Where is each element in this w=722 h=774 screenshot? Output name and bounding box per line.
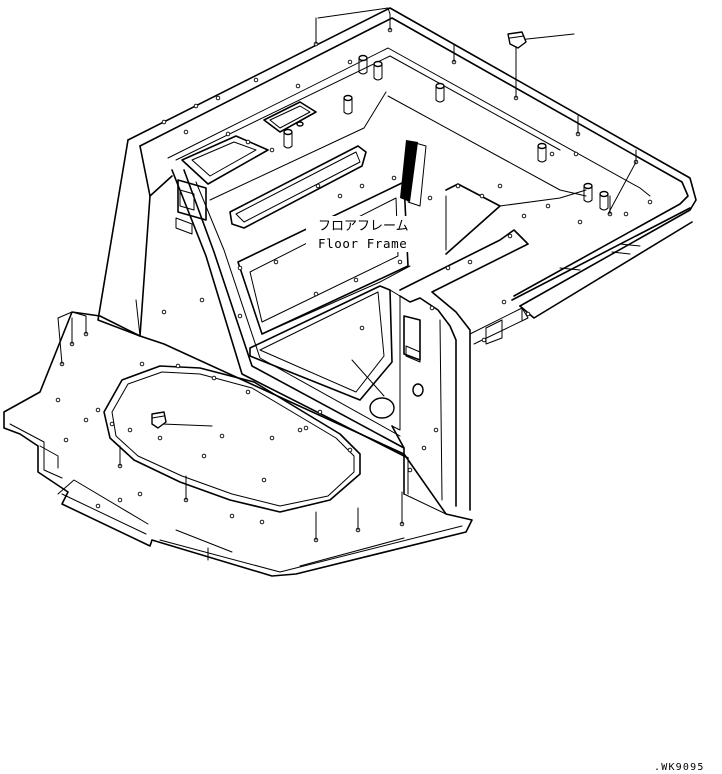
mounting-hole [193,103,199,109]
part-label-en: Floor Frame [318,236,407,251]
boss-pin [373,60,383,81]
plug-cap-floor [151,411,167,429]
mounting-hole [95,503,101,509]
mounting-hole [269,435,275,441]
boss-pin [358,54,368,75]
mounting-hole [391,175,397,181]
mounting-hole [545,203,551,209]
mounting-hole [347,59,353,65]
mounting-hole [315,183,321,189]
mounting-hole [295,83,301,89]
boss-pin [283,128,293,149]
mounting-hole [359,183,365,189]
mounting-hole [397,259,403,265]
mounting-hole [353,277,359,283]
floor-frame-body [97,7,697,515]
mounting-hole [117,497,123,503]
mounting-hole [215,95,221,101]
mounting-hole [237,313,243,319]
boss-pin [296,121,304,127]
mounting-hole [229,513,235,519]
mounting-hole [421,445,427,451]
mounting-hole [501,299,507,305]
mounting-hole [479,193,485,199]
mounting-hole [259,519,265,525]
mounting-hole [445,265,451,271]
mounting-hole [157,435,163,441]
drawing-code: .WK9095 [654,762,705,773]
mounting-hole [219,433,225,439]
mounting-hole [497,183,503,189]
mounting-hole [481,337,487,343]
mounting-hole [573,151,579,157]
bolt-bosses [283,54,609,211]
plug-round [369,383,424,419]
mounting-hole [269,147,275,153]
mounting-hole [127,427,133,433]
mounting-hole [549,151,555,157]
leader-lines [57,7,637,541]
mounting-hole [183,129,189,135]
mounting-hole [139,361,145,367]
mounting-hole [95,407,101,413]
mounting-hole [359,325,365,331]
mounting-hole [201,453,207,459]
mounting-hole [507,233,513,239]
mounting-hole [261,477,267,483]
part-label-jp: フロアフレーム [318,219,409,234]
part-callout: フロアフレーム Floor Frame [306,216,412,252]
mounting-hole [245,139,251,145]
mounting-hole [109,421,115,427]
mounting-hole [161,309,167,315]
mounting-hole [429,305,435,311]
mounting-hole [303,425,309,431]
mounting-hole [407,467,413,473]
mounting-hole [245,389,251,395]
mounting-hole [337,193,343,199]
mounting-hole [347,447,353,453]
mounting-holes [55,27,653,543]
mounting-hole [525,311,531,317]
mounting-hole [521,213,527,219]
floor-plate [3,311,473,577]
mounting-hole [225,131,231,137]
mounting-hole [137,491,143,497]
mounting-hole [577,219,583,225]
boss-pin [343,94,353,115]
mounting-hole [199,297,205,303]
boss-pin [583,182,593,203]
mounting-hole [237,265,243,271]
mounting-hole [63,437,69,443]
mounting-hole [161,119,167,125]
mounting-hole [313,291,319,297]
boss-pin [435,82,445,103]
mounting-hole [427,195,433,201]
mounting-hole [253,77,259,83]
plug-cap-top [507,31,527,49]
mounting-hole [317,409,323,415]
mounting-hole [211,375,217,381]
mounting-hole [455,183,461,189]
mounting-hole [647,199,653,205]
mounting-hole [297,427,303,433]
mounting-hole [467,259,473,265]
boss-pin [537,142,547,163]
mounting-hole [273,259,279,265]
mounting-hole [175,363,181,369]
mounting-hole [433,427,439,433]
boss-pin [599,190,609,211]
mounting-hole [55,397,61,403]
mounting-hole [83,417,89,423]
mounting-hole [623,211,629,217]
